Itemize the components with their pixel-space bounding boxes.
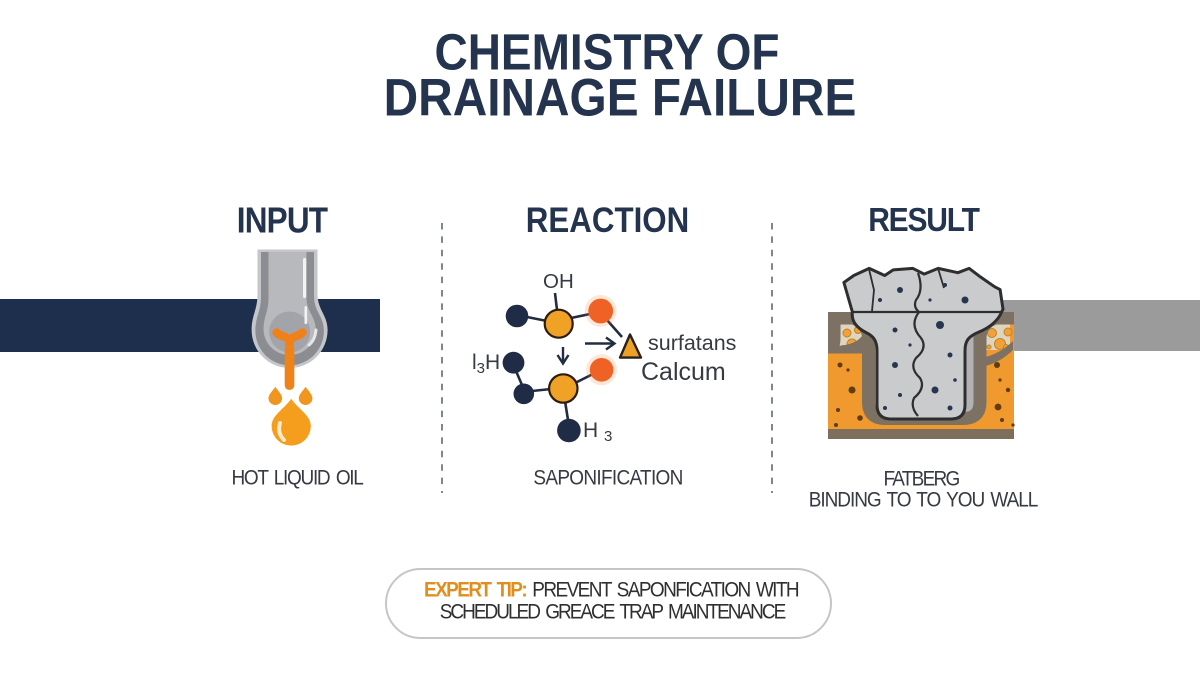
svg-text:Calcum: Calcum [641,358,726,386]
svg-text:OH: OH [543,270,574,293]
svg-text:H 3: H 3 [583,419,612,445]
svg-text:l3H: l3H [472,351,500,377]
svg-text:surfatans: surfatans [648,331,736,355]
